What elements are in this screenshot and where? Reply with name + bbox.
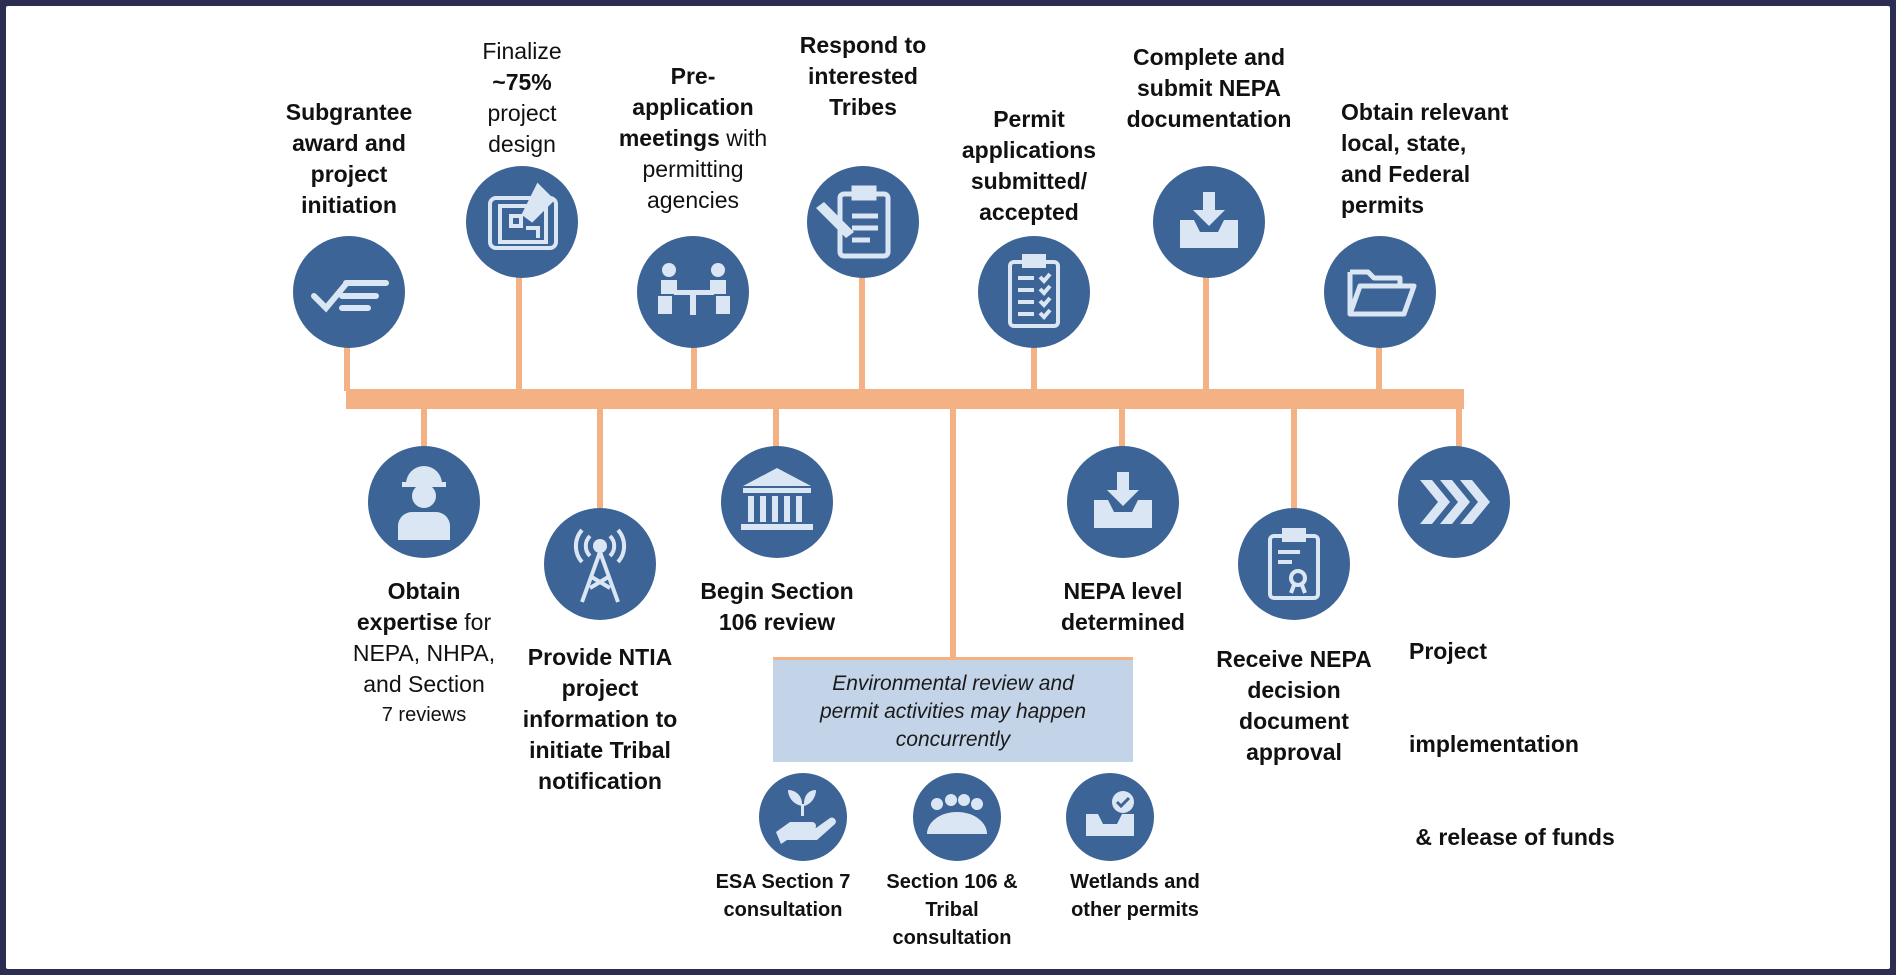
step-ntia-circle [544, 508, 656, 620]
step-nepa-decision-label: Receive NEPA decision document approval [1216, 646, 1372, 765]
step-permit-apps-circle [978, 236, 1090, 348]
checklist-icon [311, 280, 389, 313]
step-preapp-circle [637, 236, 749, 348]
step-ntia-label: Provide NTIA project information to init… [522, 644, 678, 794]
antenna-tower-icon [573, 528, 627, 603]
inbox-download-icon [1094, 472, 1152, 528]
step-expertise-circle [368, 446, 480, 558]
certificate-icon [1268, 528, 1320, 600]
folder-icon [1347, 269, 1417, 317]
step-tribes-label: Respond to interested Tribes [799, 32, 927, 120]
step-nepa-level-label: NEPA level determined [1061, 578, 1185, 635]
step-expertise-label: Obtain expertise for NEPA, NHPA, and Sec… [352, 578, 496, 726]
sub-esa-label: ESA Section 7 consultation [715, 871, 851, 921]
step-subgrantee-label: Subgrantee award and project initiation [285, 99, 413, 218]
step-preapp-label: Pre- application meetings with permittin… [618, 63, 768, 213]
inbox-check-icon [1086, 791, 1134, 836]
clipboard-checklist-icon [1008, 254, 1060, 328]
step-implementation-label: Project implementation & release of fund… [1409, 638, 1615, 850]
inbox-download-icon [1180, 192, 1238, 248]
hand-plant-icon [776, 790, 836, 844]
step-implementation-circle [1398, 446, 1510, 558]
step-design-label: Finalize ~75% project design [482, 38, 562, 157]
sub-wetlands-label: Wetlands and other permits [1070, 871, 1200, 921]
step-subgrantee-circle [293, 236, 405, 348]
clipboard-pencil-icon [816, 185, 891, 259]
timeline-bar [346, 389, 1464, 409]
step-section106-label: Begin Section 106 review [700, 578, 854, 635]
meeting-icon [658, 263, 730, 315]
chevrons-icon [1420, 480, 1490, 524]
step-permits-label: Obtain relevant local, state, and Federa… [1341, 99, 1509, 218]
timeline-diagram [293, 166, 1510, 861]
step-section106-circle [721, 446, 833, 558]
sub-tribal-circle [913, 773, 1001, 861]
step-tribes-circle [807, 166, 919, 278]
sub-esa-circle [759, 773, 847, 861]
step-nepa-decision-circle [1238, 508, 1350, 620]
step-permit-apps-label: Permit applications submitted/ accepted [961, 106, 1097, 225]
concurrency-note: Environmental review and permit activiti… [773, 657, 1133, 762]
step-design-circle [466, 166, 578, 278]
sub-tribal-label: Section 106 & Tribal consultation [886, 871, 1018, 949]
connectors [344, 276, 1464, 658]
blueprint-icon [488, 182, 558, 250]
sub-wetlands-circle [1066, 773, 1154, 861]
step-nepa-level-circle [1067, 446, 1179, 558]
step-nepa-docs-circle [1153, 166, 1265, 278]
step-permits-circle [1324, 236, 1436, 348]
step-nepa-docs-label: Complete and submit NEPA documentation [1126, 44, 1292, 132]
diagram-frame: Subgrantee award and project initiation … [6, 6, 1890, 969]
group-icon [927, 794, 987, 834]
building-icon [741, 468, 813, 530]
worker-icon [398, 466, 450, 540]
